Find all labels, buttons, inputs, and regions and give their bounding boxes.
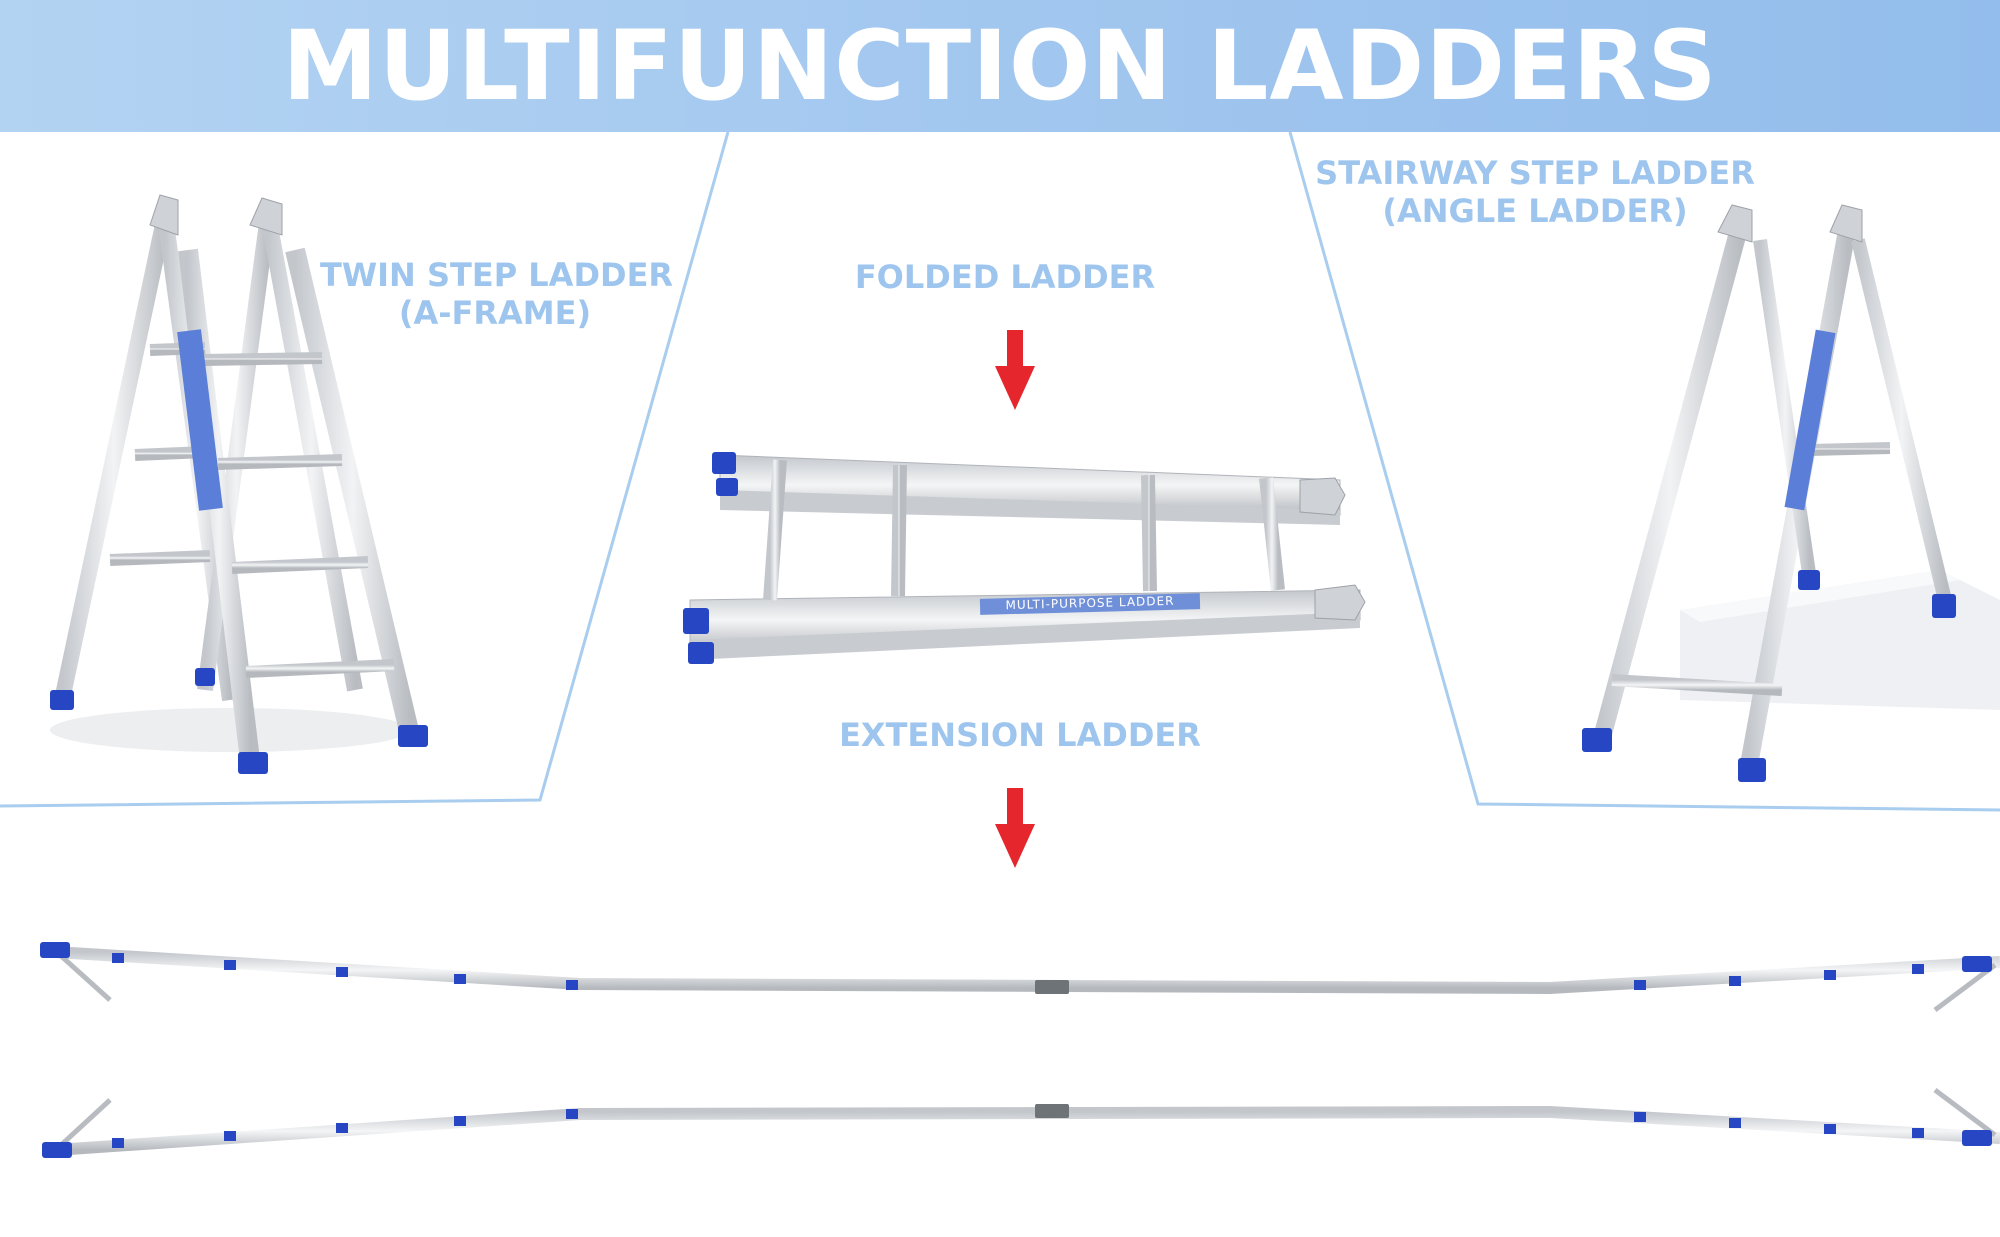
stairway-label-line1: STAIRWAY STEP LADDER xyxy=(1315,154,1755,192)
stairway-step-ladder-label: STAIRWAY STEP LADDER (ANGLE LADDER) xyxy=(1300,154,1770,230)
left-panel-border xyxy=(0,131,730,808)
stairway-label-line2: (ANGLE LADDER) xyxy=(1382,192,1688,230)
arrow-down-icon xyxy=(995,788,1035,868)
title-banner: MULTIFUNCTION LADDERS xyxy=(0,0,2000,132)
twin-step-ladder-image xyxy=(50,194,428,774)
folded-ladder-image xyxy=(683,452,1366,664)
right-panel-border xyxy=(1288,131,2000,812)
twin-step-label-line2: (A-FRAME) xyxy=(398,294,592,332)
twin-step-label-line1: TWIN STEP LADDER xyxy=(320,256,674,294)
folded-ladder-label: FOLDED LADDER xyxy=(854,258,1156,296)
stairway-step-ladder-image xyxy=(1582,204,2000,782)
panel-dividers xyxy=(0,131,2000,812)
banner-title: MULTIFUNCTION LADDERS xyxy=(282,10,1718,122)
arrow-down-icon xyxy=(995,330,1035,410)
extension-ladder-label: EXTENSION LADDER xyxy=(839,716,1201,754)
twin-step-ladder-label: TWIN STEP LADDER (A-FRAME) xyxy=(320,256,674,332)
extension-ladder-image xyxy=(40,942,2000,1158)
